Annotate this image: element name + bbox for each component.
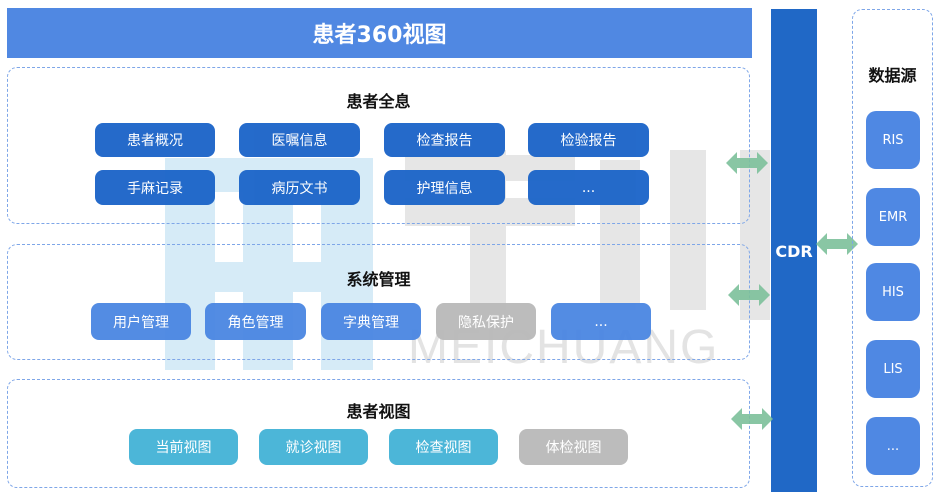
button-nursing-info[interactable]: 护理信息 <box>384 170 505 205</box>
source-ris[interactable]: RIS <box>866 111 920 169</box>
panel-title: 患者全息 <box>346 92 411 111</box>
button-dictionary-management[interactable]: 字典管理 <box>321 303 421 340</box>
button-checkup-view[interactable]: 体检视图 <box>519 429 628 465</box>
bidirectional-arrow-icon <box>728 284 770 306</box>
source-lis[interactable]: LIS <box>866 340 920 398</box>
button-exam-reports[interactable]: 检查报告 <box>384 123 505 157</box>
button-more-system[interactable]: ... <box>551 303 651 340</box>
panel-title: 系统管理 <box>346 270 411 289</box>
button-medical-orders[interactable]: 医嘱信息 <box>239 123 360 157</box>
panel-data-sources: 数据源 RIS EMR HIS LIS ... <box>852 9 933 487</box>
button-exam-view[interactable]: 检查视图 <box>389 429 498 465</box>
bidirectional-arrow-icon <box>731 408 773 430</box>
button-current-view[interactable]: 当前视图 <box>129 429 238 465</box>
source-his[interactable]: HIS <box>866 263 920 321</box>
cdr-bar: CDR <box>771 9 817 492</box>
button-visit-view[interactable]: 就诊视图 <box>259 429 368 465</box>
source-more[interactable]: ... <box>866 417 920 475</box>
panel-system-management: 系统管理 <box>7 244 750 360</box>
button-role-management[interactable]: 角色管理 <box>205 303 306 340</box>
data-sources-title: 数据源 <box>868 66 917 85</box>
panel-patient-overview: 患者全息 <box>7 67 750 224</box>
bidirectional-arrow-icon <box>726 152 768 174</box>
button-privacy-protection[interactable]: 隐私保护 <box>436 303 536 340</box>
button-patient-summary[interactable]: 患者概况 <box>95 123 215 157</box>
button-user-management[interactable]: 用户管理 <box>91 303 191 340</box>
watermark-logo-bar <box>215 262 321 292</box>
button-lab-reports[interactable]: 检验报告 <box>528 123 649 157</box>
panel-title: 患者视图 <box>346 402 411 421</box>
button-anesthesia-records[interactable]: 手麻记录 <box>95 170 215 205</box>
source-emr[interactable]: EMR <box>866 188 920 246</box>
page-title: 患者360视图 <box>7 8 752 58</box>
button-more-overview[interactable]: ... <box>528 170 649 205</box>
bidirectional-arrow-icon <box>816 233 858 255</box>
button-medical-documents[interactable]: 病历文书 <box>239 170 360 205</box>
panel-patient-views: 患者视图 <box>7 379 750 488</box>
watermark-glyph <box>670 150 706 310</box>
cdr-label: CDR <box>775 242 813 261</box>
